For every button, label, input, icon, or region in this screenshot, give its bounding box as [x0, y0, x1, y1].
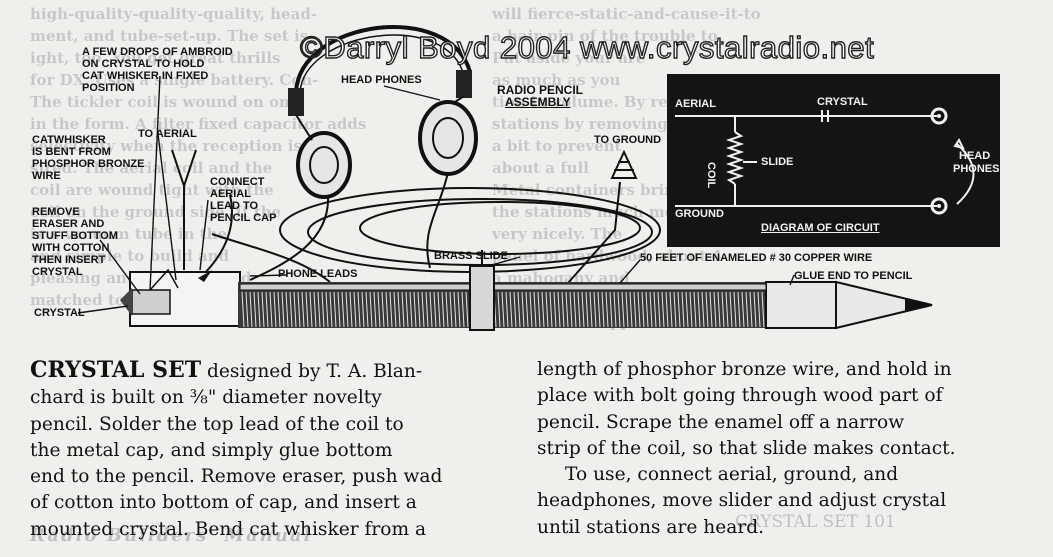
- bleed-line: ight, too. You get great thrills: [30, 49, 281, 67]
- bleed-line: sired. The aerial coil and the: [30, 159, 273, 177]
- bleed-line: very nicely. The: [492, 225, 623, 243]
- circuit-aerial-label: AERIAL: [675, 98, 716, 110]
- bleed-line: in the form. A filter fixed capacitor ad…: [30, 115, 367, 133]
- label-crystal: CRYSTAL: [34, 307, 85, 319]
- circuit-slide-label: SLIDE: [761, 156, 794, 168]
- caption-right-column: length of phosphor bronze wire, and hold…: [537, 359, 956, 538]
- bleed-line: The tickler coil is wound on one: [30, 93, 300, 111]
- headphone-band: [294, 25, 472, 93]
- circuit-ground-label: GROUND: [675, 208, 724, 220]
- label-glue-end: GLUE END TO PENCIL: [794, 270, 913, 282]
- bleed-line: and simple to build and: [30, 247, 230, 265]
- label-ambroid: A FEW DROPS OF AMBROID ON CRYSTAL TO HOL…: [82, 46, 233, 94]
- circuit-crystal-label: CRYSTAL: [817, 96, 868, 108]
- brass-slide: [469, 265, 495, 331]
- circuit-diagram-panel: AERIAL CRYSTAL COIL SLIDE HEAD PHONES GR…: [667, 74, 1000, 247]
- footer-page-number: CRYSTAL SET 101: [735, 512, 896, 532]
- bleed-line: coil are wound tight with the: [30, 181, 274, 199]
- caption-left-column: CRYSTAL SET designed by T. A. Blan- char…: [30, 357, 443, 540]
- label-enameled-wire: 50 FEET OF ENAMELED # 30 COPPER WIRE: [640, 252, 873, 264]
- circuit-coil-label: COIL: [705, 162, 717, 189]
- label-remove-eraser: REMOVE ERASER AND STUFF BOTTOM WITH COTT…: [32, 206, 118, 278]
- earpiece-right: [418, 100, 478, 176]
- crystal-set-illustration: [77, 25, 933, 331]
- circuit-diagram: [675, 107, 975, 215]
- label-phone-leads: PHONE LEADS: [278, 268, 358, 280]
- bleed-line: stations by removing the: [492, 115, 701, 133]
- label-connect-aerial: CONNECT AERIAL LEAD TO PENCIL CAP: [210, 176, 277, 224]
- label-to-aerial: TO AERIAL: [138, 128, 197, 140]
- pencil-tip: [835, 280, 933, 330]
- bleed-line: the stations much more: [492, 203, 693, 221]
- bleed-line: as much as you: [492, 71, 621, 89]
- label-head-phones: HEAD PHONES: [341, 74, 422, 86]
- bleed-line: will fierce-static-and-cause-it-to: [492, 5, 761, 23]
- label-radio-pencil: RADIO PENCIL ASSEMBLY: [497, 83, 584, 109]
- copyright-watermark: ©Darryl Boyd 2004 www.crystalradio.net: [299, 29, 875, 65]
- footer-running-title: Radio Builders' Manual: [30, 525, 313, 546]
- bleed-line: high-quality-quality-quality, head-: [30, 5, 318, 23]
- bleed-line: selectivity when the reception is de-: [30, 137, 334, 155]
- circuit-caption: DIAGRAM OF CIRCUIT: [761, 222, 880, 234]
- circuit-headphones-label-1: HEAD: [959, 150, 991, 162]
- label-brass-slide: BRASS SLIDE: [434, 250, 508, 262]
- earpiece-left: [296, 131, 352, 199]
- bleed-line: is a vacuum tube in the: [30, 225, 228, 243]
- bleed-line: ment, and tube-set-up. The set is: [30, 27, 309, 45]
- bleed-line: a bit to prevent: [492, 137, 622, 155]
- bleed-line: for DX. Uses a single battery. Con-: [30, 71, 319, 89]
- circuit-headphones-label-2: PHONES: [953, 163, 1000, 175]
- bleed-line: coil on the ground side. If the: [30, 203, 282, 221]
- bleed-line: a hair-pin of the trouble to: [492, 27, 718, 45]
- label-catwhisker: CATWHISKER IS BENT FROM PHOSPHOR BRONZE …: [32, 134, 145, 182]
- caption-title: CRYSTAL SET: [30, 357, 202, 383]
- bleed-line: Put aside your are: [492, 49, 646, 67]
- slide-rod: [239, 283, 767, 291]
- label-to-ground: TO GROUND: [594, 134, 662, 146]
- bleed-line: about a full: [492, 159, 589, 177]
